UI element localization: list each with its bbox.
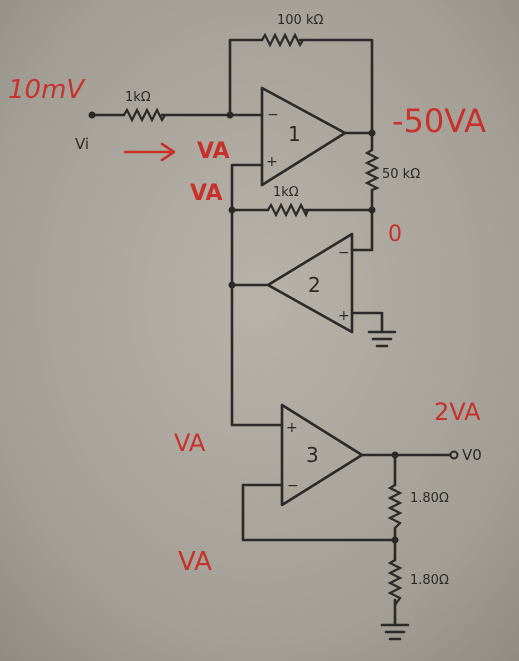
label-amp2-feedback-r: 1kΩ — [273, 185, 299, 200]
label-input-r: 1kΩ — [125, 90, 151, 105]
opamp-1: − + 1 — [260, 86, 347, 187]
opamp-2-label: 2 — [308, 273, 321, 297]
ground-divider — [380, 623, 410, 641]
annotation-va-feedback: VA — [178, 547, 212, 577]
output-terminal — [449, 450, 459, 460]
resistor-divider-top — [387, 484, 403, 529]
label-amp1-output-r: 50 kΩ — [382, 167, 420, 182]
svg-text:−: − — [287, 478, 299, 494]
svg-text:+: + — [338, 308, 350, 324]
svg-text:+: + — [266, 154, 278, 170]
opamp-3: + − 3 — [280, 403, 364, 507]
svg-text:−: − — [338, 245, 350, 261]
resistor-amp2-feedback — [267, 202, 310, 218]
annotation-zero: 0 — [388, 222, 402, 247]
junctions — [88, 111, 459, 544]
arrow-head — [160, 142, 176, 162]
opamp-3-label: 3 — [306, 443, 319, 467]
label-vi: Vi — [75, 135, 89, 153]
resistor-input — [123, 107, 166, 123]
ground-amp2 — [367, 330, 397, 348]
label-feedback-top: 100 kΩ — [277, 13, 323, 28]
annotation-va-amp3-in: VA — [174, 429, 206, 457]
annotation-va-amp1-in: VA — [197, 139, 230, 164]
resistor-amp1-output — [364, 149, 380, 192]
wires — [90, 38, 452, 627]
opamp-2: − + 2 — [266, 232, 354, 334]
svg-text:+: + — [286, 420, 298, 436]
annotation-10mv: 10mV — [8, 75, 86, 105]
handwritten-annotations: 10mV VA VA -50VA 0 VA 2VA VA — [8, 75, 486, 577]
label-divider-bottom: 1.80Ω — [410, 573, 449, 588]
annotation-2va: 2VA — [434, 398, 481, 426]
opamp-1-label: 1 — [288, 122, 301, 146]
resistor-divider-bottom — [387, 559, 403, 606]
resistor-feedback-top — [261, 32, 304, 48]
label-divider-top: 1.80Ω — [410, 491, 449, 506]
svg-text:−: − — [267, 107, 279, 123]
label-v0: V0 — [462, 446, 482, 464]
printed-labels: 100 kΩ 1kΩ Vi 50 kΩ 1kΩ V0 1.80Ω 1.80Ω — [75, 13, 482, 588]
annotation-minus-50va: -50VA — [392, 102, 486, 140]
annotation-va-node: VA — [190, 181, 223, 206]
input-terminal — [88, 111, 96, 119]
